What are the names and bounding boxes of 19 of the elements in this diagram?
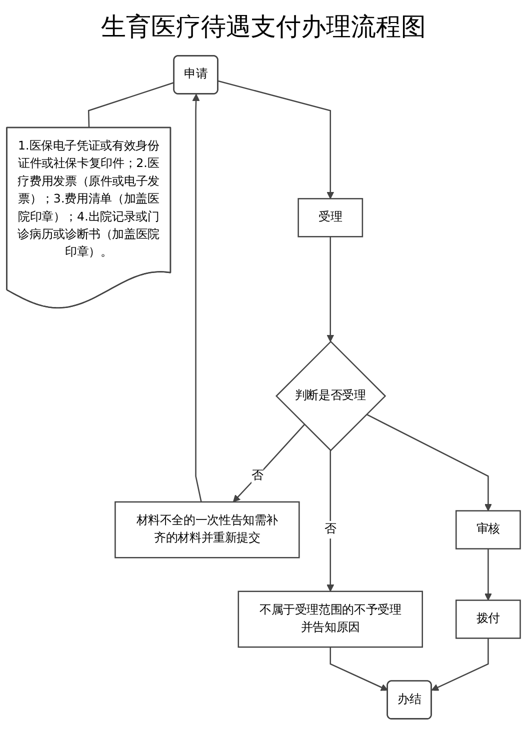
arrow [326, 236, 334, 342]
node-box: 审核 [455, 510, 521, 550]
node-diamond: 判断是否受理 [275, 340, 386, 452]
diagram-title: 生育医疗待遇支付办理流程图 [100, 11, 427, 43]
node-box: 材料不全的一次性告知需补齐的材料并重新提交 [114, 501, 300, 558]
arrow [192, 94, 202, 502]
arrow [232, 424, 305, 502]
edge-label: 否 [324, 522, 336, 536]
arrow [330, 647, 388, 691]
node-box: 不属于受理范围的不予受理并告知原因 [238, 590, 423, 648]
arrow [431, 638, 489, 691]
connector [88, 82, 174, 128]
arrow [366, 414, 492, 512]
node-box: 受理 [298, 198, 364, 238]
arrow [326, 450, 334, 592]
edge-label: 否 [251, 469, 264, 483]
node-box: 拨付 [455, 600, 521, 639]
arrow [484, 548, 492, 601]
arrow [218, 80, 334, 200]
